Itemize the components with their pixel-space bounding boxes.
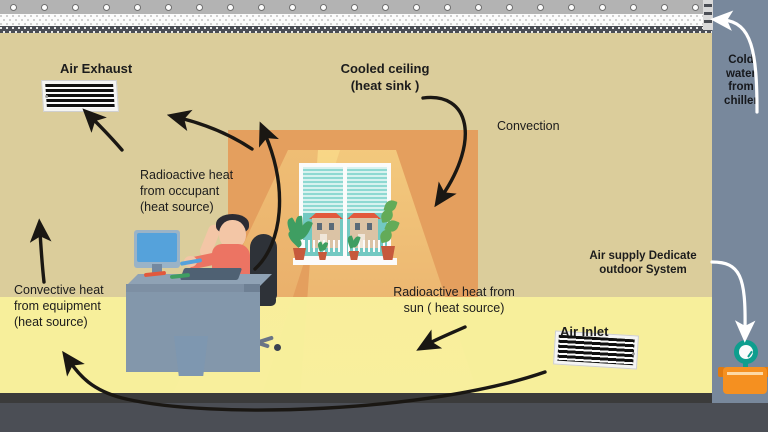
ceiling-slab-panel [0,26,713,33]
ceiling-pipe [382,4,389,11]
potted-plant-small-icon [316,241,330,260]
ceiling-pipe [506,4,513,11]
occupant-line2: from occupant [140,184,220,198]
ceiling-slab-insulation [0,14,713,26]
cold-water-line4: chiller [724,94,758,107]
air-inlet-label: Air Inlet [560,324,609,339]
cooled-ceiling-line1: Cooled ceiling [340,61,430,76]
air-supply-line2: outdoor System [599,264,687,276]
ceiling-pipe [475,4,482,11]
ceiling-pipe [599,4,606,11]
air-exhaust-label: Air Exhaust [60,61,133,76]
ceiling-pipe [661,4,668,11]
ceiling-pipe [289,4,296,11]
workstation-group [126,214,286,394]
ceiling-pipe [258,4,265,11]
ceiling-pipe [692,4,699,11]
ceiling-pipe [134,4,141,11]
ceiling-pipe [568,4,575,11]
tank-highlight [727,372,763,375]
house-window [367,223,372,230]
cold-water-label: Cold water from chiller [714,54,768,108]
potted-plant-icon [284,215,314,260]
ceiling-pipe [41,4,48,11]
air-supply-line1: Air supply Dedicate [589,250,697,262]
cold-water-line3: from [728,81,754,93]
potted-plant-small-icon [346,235,362,260]
cold-water-line2: water [725,67,757,80]
air-supply-label: Air supply Dedicate outdoor System [578,249,708,277]
ceiling-pipe [444,4,451,11]
cooled-ceiling-label: Cooled ceiling (heat sink ) [300,60,470,94]
window-sill [293,258,397,265]
ceiling-pipe [196,4,203,11]
ceiling-pipe [103,4,110,11]
ceiling-slab-pipes [0,0,712,14]
potted-plant-icon [376,198,400,260]
ceiling-pipe [72,4,79,11]
tank-cap-left [718,367,725,377]
ceiling-pipe [413,4,420,11]
occupant-line3: (heat source) [140,200,214,214]
office-chair-caster [274,344,281,351]
ceiling-pipe [165,4,172,11]
gauge-stem [743,360,748,370]
occupant-heat-label: Radioactive heat from occupant (heat sou… [140,167,280,215]
ceiling-pipe [630,4,637,11]
ceiling-pipe [537,4,544,11]
chiller-tank-icon [723,367,767,394]
floor-edge-strip [0,393,712,403]
cold-water-line1: Cold [728,54,754,66]
ceiling-pipe [351,4,358,11]
sun-line1: Radioactive heat from [393,285,515,299]
desk-top-edge [126,284,260,294]
house-window [317,223,322,230]
ceiling-pipe [10,4,17,11]
sun-line2: sun ( heat source) [403,301,505,315]
computer-monitor-icon [134,230,180,268]
occupant-line1: Radioactive heat [140,168,234,182]
waste-bin [174,336,208,376]
ceiling-pipe [227,4,234,11]
convection-label: Convection [497,119,560,133]
bottom-bar [0,403,768,432]
equipment-line2: from equipment [14,299,101,313]
equipment-line1: Convective heat [14,283,104,297]
chilled-water-riser [703,0,713,30]
cooled-ceiling-line2: (heat sink ) [350,78,420,93]
window-mullion [343,167,347,256]
air-grille-icon[interactable] [40,79,120,113]
equipment-line3: (heat source) [14,315,88,329]
equipment-heat-label: Convective heat from equipment (heat sou… [14,282,154,330]
ceiling-pipe [320,4,327,11]
sun-heat-label: Radioactive heat from sun ( heat source) [378,284,530,316]
house-window [329,223,334,230]
house-window [355,223,360,230]
